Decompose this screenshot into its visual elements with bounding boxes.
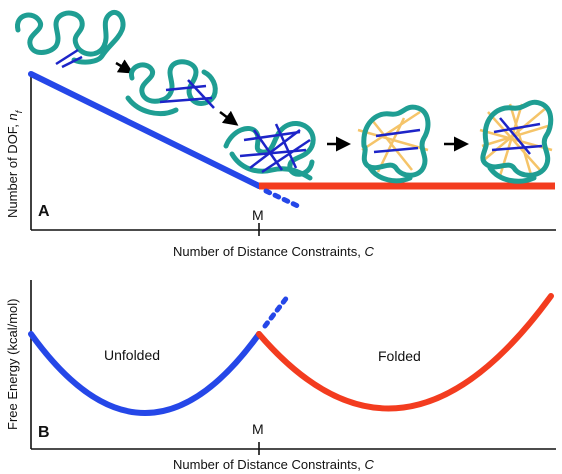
protein-transition-icon: [223, 121, 316, 181]
panel-a-y-axis-symbol: n: [5, 113, 20, 120]
panel-b-y-axis-title: Free Energy (kcal/mol): [5, 299, 20, 430]
panel-b-x-axis-title-text: Number of Distance Constraints,: [173, 457, 364, 472]
panel-a: A M Number of Distance Constraints, C Nu…: [5, 71, 556, 259]
panel-b-marker-label: M: [252, 421, 264, 437]
panel-a-x-axis-symbol: C: [364, 244, 374, 259]
panel-b-letter: B: [38, 424, 50, 441]
protein-folded-1-icon: [357, 104, 431, 184]
panel-b-extrapolation-dots: [262, 293, 291, 329]
right-arrow-icon: [219, 110, 239, 126]
panel-a-y-axis-title-text: Number of DOF,: [5, 120, 20, 218]
panel-b-unfolded-well: [28, 331, 262, 416]
protein-unfolded-1-icon: [15, 10, 126, 69]
right-arrow-icon: [115, 59, 134, 74]
panel-b: Unfolded Folded B M Number of Distance C…: [5, 280, 556, 472]
panel-a-unfolded-line: [28, 71, 262, 189]
panel-a-y-axis-title: Number of DOF, nf: [5, 109, 24, 218]
panel-a-y-axis-subscript: f: [14, 109, 24, 113]
protein-unfolded-2-icon: [125, 59, 218, 116]
panel-a-extrapolation-dots: [263, 188, 303, 210]
panel-a-marker-label: M: [252, 207, 264, 223]
panel-b-x-axis-symbol: C: [364, 457, 374, 472]
panel-b-folded-label: Folded: [378, 348, 421, 364]
panel-b-unfolded-label: Unfolded: [104, 347, 160, 363]
panel-a-x-axis-title-text: Number of Distance Constraints,: [173, 244, 364, 259]
protein-folded-2-icon: [479, 99, 554, 184]
panel-b-folded-well: [256, 293, 554, 412]
panel-a-letter: A: [38, 203, 50, 220]
panel-a-x-axis-title: Number of Distance Constraints, C: [173, 244, 374, 259]
panel-b-x-axis-title: Number of Distance Constraints, C: [173, 457, 374, 472]
